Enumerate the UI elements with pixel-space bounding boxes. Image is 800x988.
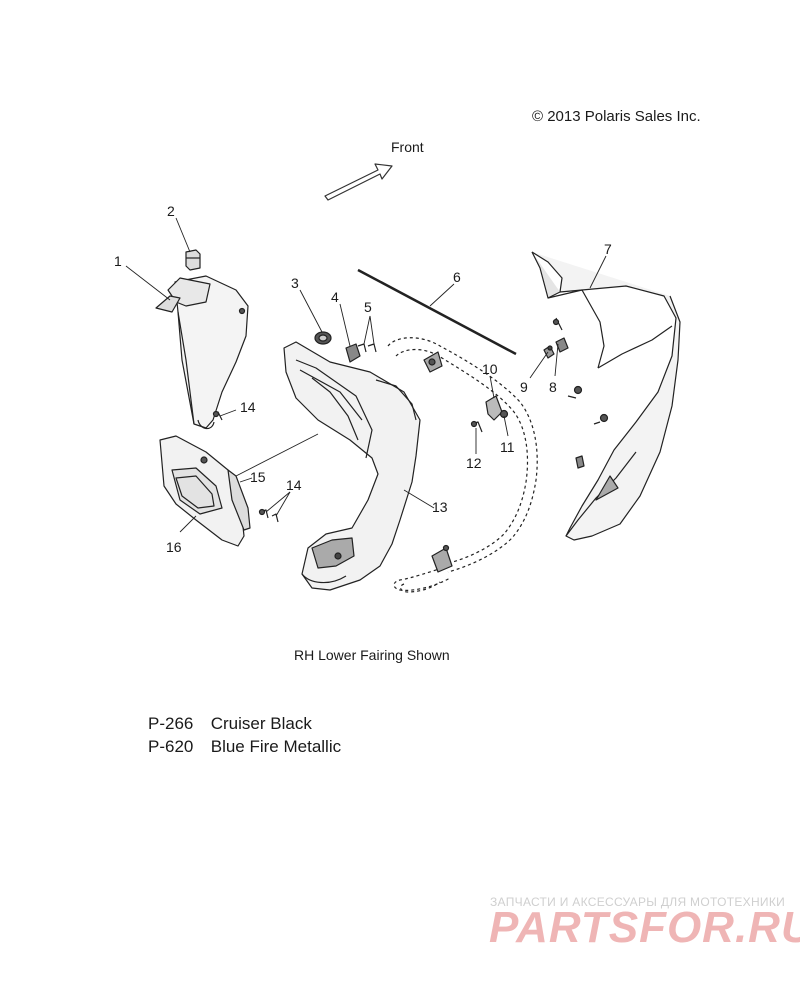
hose-dashed <box>387 337 538 593</box>
part-4-clip <box>345 343 361 363</box>
callout-16: 16 <box>166 539 182 555</box>
callout-13: 13 <box>432 499 448 515</box>
callout-1: 1 <box>114 253 122 269</box>
color-name: Cruiser Black <box>210 714 312 733</box>
part-1-inner-panel <box>155 275 249 430</box>
callout-5: 5 <box>364 299 372 315</box>
copyright-notice: © 2013 Polaris Sales Inc. <box>532 108 701 125</box>
hose-clamp-upper <box>423 351 443 373</box>
callout-4: 4 <box>331 289 339 305</box>
color-option-row: P-620 Blue Fire Metallic <box>148 737 341 757</box>
color-option-row: P-266 Cruiser Black <box>148 714 312 734</box>
part-9-fastener <box>543 345 555 359</box>
callout-9: 9 <box>520 379 528 395</box>
part-3-grommet <box>314 331 332 345</box>
part-2-cap <box>185 249 201 271</box>
callout-10: 10 <box>482 361 498 377</box>
leader-lines <box>125 217 607 533</box>
callout-3: 3 <box>291 275 299 291</box>
hose-clamp-lower <box>431 544 453 573</box>
part-12-screw <box>470 420 483 433</box>
part-16-lower-panel <box>159 435 245 547</box>
part-13-lower-fairing <box>283 341 421 591</box>
callout-6: 6 <box>453 269 461 285</box>
part-5-screws <box>357 343 377 353</box>
callout-7: 7 <box>604 241 612 257</box>
watermark-tagline: ЗАПЧАСТИ И АКСЕССУАРЫ ДЛЯ МОТОТЕХНИКИ <box>490 895 786 909</box>
color-name: Blue Fire Metallic <box>210 737 342 756</box>
callout-14-upper: 14 <box>240 399 256 415</box>
callout-8: 8 <box>549 379 557 395</box>
callout-14-lower: 14 <box>286 477 302 493</box>
part-14-fasteners <box>212 410 279 523</box>
callout-15: 15 <box>250 469 266 485</box>
callout-labels: 1 2 3 4 5 6 7 8 9 10 11 12 13 14 14 15 1… <box>114 203 612 555</box>
part-7-outer-fairing <box>531 251 681 541</box>
front-direction-label: Front <box>391 139 424 155</box>
diagram-caption: RH Lower Fairing Shown <box>294 647 450 663</box>
color-code: P-620 <box>148 737 194 756</box>
watermark-brand: PARTSFOR.RU <box>489 903 800 952</box>
fastener-group-7 <box>567 385 609 469</box>
part-6-rod <box>357 268 517 356</box>
callout-12: 12 <box>466 455 482 471</box>
callout-2: 2 <box>167 203 175 219</box>
part-8-fastener <box>555 337 569 353</box>
color-code: P-266 <box>148 714 194 733</box>
front-arrow <box>324 163 393 201</box>
callout-11: 11 <box>500 439 515 455</box>
part-10-clamp <box>485 395 503 421</box>
